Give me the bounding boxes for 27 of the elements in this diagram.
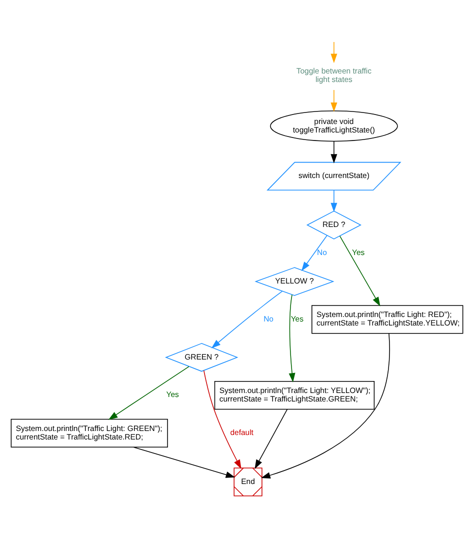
arrow xyxy=(330,89,338,112)
edge-label: default xyxy=(230,428,254,437)
node-diamond: RED ? xyxy=(306,210,362,239)
node-box: System.out.println("Traffic Light: YELLOW"); currentState = TrafficLightState.GREEN; xyxy=(214,380,375,410)
arrow xyxy=(330,140,338,163)
edge-label: No xyxy=(317,248,327,257)
edge-label: Yes xyxy=(166,390,179,399)
node-ellipse: private void toggleTrafficLightState() xyxy=(270,110,398,142)
arrow xyxy=(260,332,390,478)
arrow xyxy=(133,446,236,478)
edge-label: No xyxy=(264,314,274,323)
arrow xyxy=(254,408,288,469)
node-text: Toggle between traffic light states xyxy=(296,66,372,84)
arrow xyxy=(108,366,190,420)
node-diamond: GREEN ? xyxy=(164,342,238,372)
node-box: System.out.println("Traffic Light: GREEN"); currentState = TrafficLightState.RED; xyxy=(10,418,168,448)
edge-label: Yes xyxy=(290,314,304,323)
node-box: System.out.println("Traffic Light: RED"); currentState = TrafficLightState.YELLOW; xyxy=(312,304,464,334)
arrow xyxy=(288,294,296,382)
arrow xyxy=(330,41,338,63)
arrow xyxy=(203,370,242,469)
arrow xyxy=(211,290,283,348)
arrow xyxy=(330,190,338,212)
node-diamond: YELLOW ? xyxy=(254,266,334,296)
edge-label: Yes xyxy=(352,248,365,257)
arrow xyxy=(339,235,380,306)
arrow xyxy=(301,234,328,271)
